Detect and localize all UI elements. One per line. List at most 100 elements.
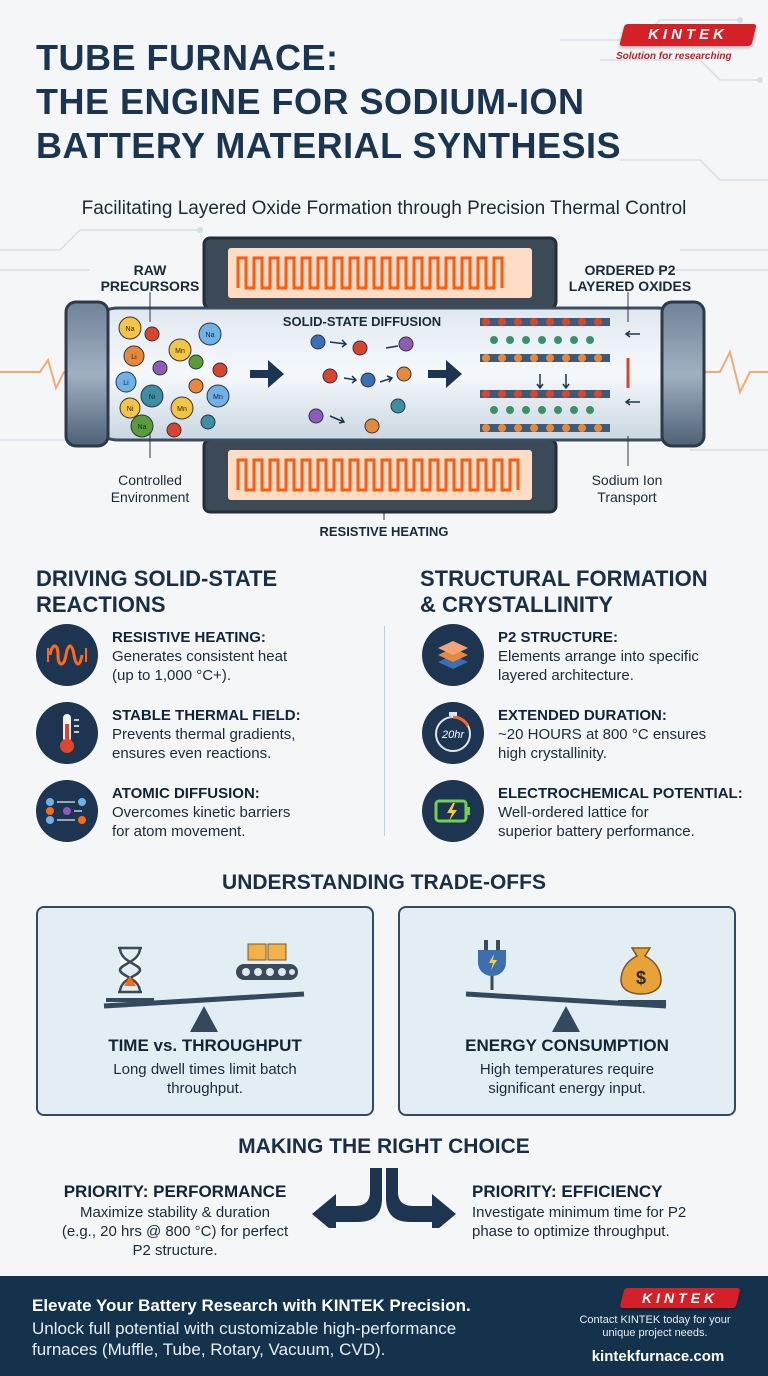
footer-website-link[interactable]: kintekfurnace.com: [591, 1348, 725, 1365]
feature-text-line: for atom movement.: [112, 823, 246, 840]
feature-text-line: superior battery performance.: [498, 823, 695, 840]
split-arrows-icon: [312, 1168, 456, 1228]
controlled-environment-label: Controlled Environment: [90, 472, 210, 506]
left-end-cap: [64, 300, 110, 448]
card-energy-consumption: $ ENERGY CONSUMPTION High temperatures r…: [398, 906, 736, 1116]
controlled-env-line-1: Controlled: [118, 472, 182, 488]
page-subtitle: Facilitating Layered Oxide Formation thr…: [81, 198, 687, 219]
right-heading-line-1: STRUCTURAL FORMATION: [420, 566, 708, 591]
element-label: Mn: [175, 348, 185, 355]
element-label: Ni: [127, 406, 134, 413]
left-heading-line-1: DRIVING SOLID-STATE: [36, 566, 278, 591]
feature-title: ATOMIC DIFFUSION:: [112, 785, 260, 802]
feature-title: ELECTROCHEMICAL POTENTIAL:: [498, 785, 743, 802]
feature-text-line: high crystallinity.: [498, 745, 607, 762]
feature-text-line: ~20 HOURS at 800 °C ensures: [498, 726, 707, 743]
footer-body-line: Unlock full potential with customizable …: [32, 1319, 457, 1338]
element-label: Na: [138, 424, 147, 431]
card-text-line: throughput.: [167, 1080, 243, 1097]
process-arrow-1: [250, 360, 284, 388]
feature-text-line: Elements arrange into specific: [498, 648, 699, 665]
title-line-3: BATTERY MATERIAL SYNTHESIS: [36, 125, 622, 166]
ordered-oxides-label: ORDERED P2 LAYERED OXIDES: [560, 262, 700, 294]
right-end-cap: [660, 300, 706, 448]
resistive-heating-label: RESISTIVE HEATING: [319, 524, 449, 539]
solid-state-diffusion-label: SOLID-STATE DIFFUSION: [282, 314, 442, 329]
battery-bolt-icon: [422, 780, 484, 842]
footer-body-line: furnaces (Muffle, Tube, Rotary, Vacuum, …: [32, 1340, 386, 1359]
furnace-diagram: Na Na Li Mn Li Mn Na Ni Mn Ni: [64, 236, 706, 520]
sodium-transport-line-2: Transport: [597, 489, 657, 505]
atom-diffusion-icon: [36, 780, 98, 842]
choice-text-line: (e.g., 20 hrs @ 800 °C) for perfect: [61, 1223, 289, 1240]
feature-title: STABLE THERMAL FIELD:: [112, 707, 301, 724]
feature-title: P2 STRUCTURE:: [498, 629, 619, 646]
feature-extended-duration: 20hr EXTENDED DURATION: ~20 HOURS at 800…: [422, 702, 762, 772]
section-divider: [384, 626, 385, 836]
process-arrow-2: [428, 360, 462, 388]
kintek-logo: KINTEK: [619, 24, 757, 46]
card-description: Long dwell times limit batch throughput.: [58, 1060, 352, 1098]
priority-performance: PRIORITY: PERFORMANCE Maximize stability…: [40, 1182, 310, 1260]
choice-text-line: P2 structure.: [132, 1242, 218, 1259]
choice-title: PRIORITY: EFFICIENCY: [472, 1182, 663, 1201]
choice-heading: MAKING THE RIGHT CHOICE: [238, 1135, 530, 1158]
element-label: Ni: [149, 394, 156, 401]
raw-precursors-line-2: PRECURSORS: [100, 278, 200, 294]
right-section-heading: STRUCTURAL FORMATION & CRYSTALLINITY: [420, 566, 708, 618]
choice-text-line: Investigate minimum time for P2: [472, 1204, 687, 1221]
controlled-env-line-2: Environment: [110, 489, 190, 505]
feature-title: EXTENDED DURATION:: [498, 707, 667, 724]
feature-stable-thermal-field: STABLE THERMAL FIELD: Prevents thermal g…: [36, 702, 376, 772]
sodium-transport-line-1: Sodium Ion: [591, 472, 663, 488]
footer-contact-line: Contact KINTEK today for your: [579, 1314, 731, 1326]
element-label: Li: [131, 354, 137, 361]
p2-lattice: [480, 318, 640, 432]
card-title: ENERGY CONSUMPTION: [465, 1036, 669, 1055]
footer-body: Unlock full potential with customizable …: [32, 1318, 456, 1360]
raw-precursors-line-1: RAW: [133, 262, 167, 278]
logo-text: KINTEK: [648, 26, 728, 43]
feature-text-line: Well-ordered lattice for: [498, 804, 649, 821]
page-title: TUBE FURNACE: THE ENGINE FOR SODIUM-ION …: [36, 36, 636, 168]
timer-icon: 20hr: [422, 702, 484, 764]
element-label: Na: [206, 332, 215, 339]
feature-text-line: Prevents thermal gradients,: [112, 726, 296, 743]
footer-contact-line: unique project needs.: [602, 1327, 708, 1339]
scale-plug-moneybag-icon: $: [465, 940, 667, 1032]
footer-banner: Elevate Your Battery Research with KINTE…: [0, 1276, 768, 1376]
feature-text-line: layered architecture.: [498, 667, 634, 684]
card-title: TIME vs. THROUGHPUT: [108, 1036, 302, 1055]
footer-logo-text: KINTEK: [641, 1290, 719, 1306]
left-section-heading: DRIVING SOLID-STATE REACTIONS: [36, 566, 277, 618]
element-label: Mn: [177, 406, 187, 413]
feature-text-line: Generates consistent heat: [112, 648, 288, 665]
card-text-line: significant energy input.: [488, 1080, 646, 1097]
feature-electrochemical-potential: ELECTROCHEMICAL POTENTIAL: Well-ordered …: [422, 780, 762, 850]
ordered-oxides-line-2: LAYERED OXIDES: [568, 278, 692, 294]
scale-hourglass-conveyor-icon: [103, 943, 305, 1032]
tradeoffs-heading: UNDERSTANDING TRADE-OFFS: [222, 871, 546, 894]
sodium-transport-label: Sodium Ion Transport: [572, 472, 682, 506]
feature-atomic-diffusion: ATOMIC DIFFUSION: Overcomes kinetic barr…: [36, 780, 376, 850]
card-description: High temperatures require significant en…: [420, 1060, 714, 1098]
circuit-decoration: [0, 17, 768, 451]
card-text-line: Long dwell times limit batch: [113, 1061, 297, 1078]
raw-precursors-label: RAW PRECURSORS: [90, 262, 210, 294]
footer-kintek-logo: KINTEK: [619, 1288, 741, 1308]
left-heading-line-2: REACTIONS: [36, 592, 166, 617]
right-heading-line-2: & CRYSTALLINITY: [420, 592, 614, 617]
svg-text:$: $: [636, 968, 646, 988]
thermometer-icon: [36, 702, 98, 764]
card-text-line: High temperatures require: [479, 1061, 655, 1078]
feature-text-line: Overcomes kinetic barriers: [112, 804, 291, 821]
priority-efficiency: PRIORITY: EFFICIENCY Investigate minimum…: [472, 1182, 752, 1241]
footer-headline: Elevate Your Battery Research with KINTE…: [32, 1296, 471, 1315]
layers-icon: [422, 624, 484, 686]
logo-tagline: Solution for researching: [616, 51, 732, 62]
title-line-2: THE ENGINE FOR SODIUM-ION: [36, 81, 585, 122]
ordered-oxides-line-1: ORDERED P2: [584, 262, 676, 278]
element-label: Li: [123, 380, 129, 387]
feature-text-line: ensures even reactions.: [112, 745, 272, 762]
feature-resistive-heating: RESISTIVE HEATING: Generates consistent …: [36, 624, 376, 694]
